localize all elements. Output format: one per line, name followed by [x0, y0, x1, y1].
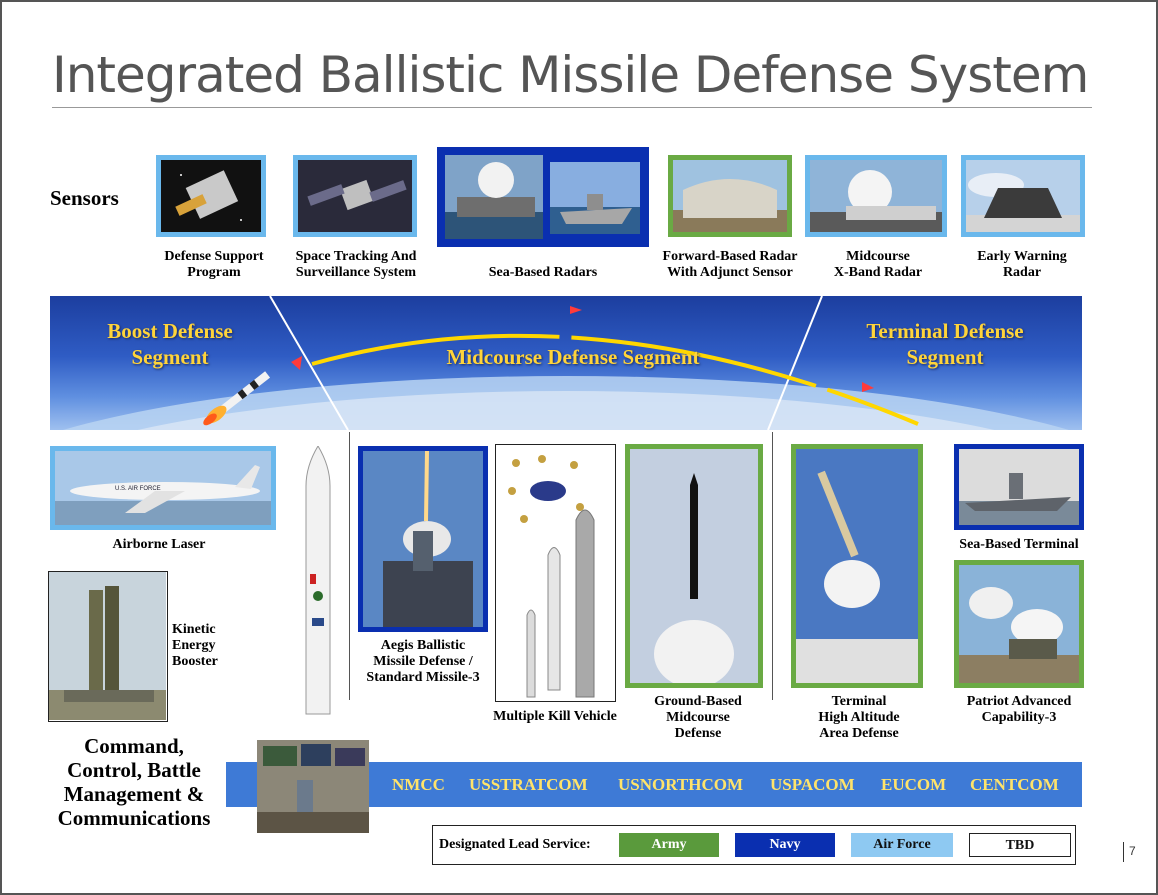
airborne-laser-image: U.S. AIR FORCE: [50, 446, 276, 530]
defense-segment-band: [50, 296, 1082, 430]
stss-satellite-image: [293, 155, 417, 237]
sea-based-terminal-image: [954, 444, 1084, 530]
command-usnorthcom: USNORTHCOM: [618, 775, 744, 794]
aircraft-marking: U.S. AIR FORCE: [115, 486, 161, 492]
command-nmcc: NMCC: [392, 775, 445, 794]
command-center-image: [257, 740, 369, 833]
thaad-image: [791, 444, 923, 688]
slide-title: Integrated Ballistic Missile Defense Sys…: [52, 46, 1089, 104]
multiple-kill-vehicle-label: Multiple Kill Vehicle: [493, 709, 617, 724]
lead-service-legend: Designated Lead Service: Army Navy Air F…: [432, 825, 1076, 865]
legend-label: Designated Lead Service:: [439, 837, 591, 852]
command-centcom: CENTCOM: [970, 775, 1059, 794]
midcourse-terminal-divider: [772, 432, 773, 700]
legend-tbd: TBD: [969, 833, 1071, 857]
title-underline: [52, 107, 1092, 108]
x-band-radar-image: [805, 155, 947, 237]
forward-based-radar-image: [668, 155, 792, 237]
boost-midcourse-divider: [349, 432, 350, 700]
page-number-rule: [1123, 842, 1124, 862]
dsp-satellite-image: [156, 155, 266, 237]
page-number: 7: [1129, 844, 1136, 858]
early-warning-radar-image: [961, 155, 1085, 237]
legend-navy: Navy: [735, 833, 835, 857]
multiple-kill-vehicle-image: [495, 444, 616, 702]
sensors-heading: Sensors: [50, 186, 119, 210]
aegis-image: [358, 446, 488, 632]
legend-army: Army: [619, 833, 719, 857]
command-uspacom: USPACOM: [770, 775, 855, 794]
command-eucom: EUCOM: [881, 775, 947, 794]
airborne-laser-label: Airborne Laser: [112, 537, 206, 552]
kinetic-energy-booster-missile: [304, 445, 332, 716]
kinetic-energy-booster-image: [48, 571, 168, 722]
sea-based-radars-image: [437, 147, 649, 247]
command-usstratcom: USSTRATCOM: [469, 775, 588, 794]
sea-based-terminal-label: Sea-Based Terminal: [959, 537, 1079, 552]
legend-air-force: Air Force: [851, 833, 953, 857]
ground-based-midcourse-image: [625, 444, 763, 688]
midcourse-defense-segment-label: Midcourse Defense Segment: [446, 345, 700, 369]
patriot-pac3-image: [954, 560, 1084, 688]
sensor-label-sea-based-radars: Sea-Based Radars: [488, 265, 598, 280]
